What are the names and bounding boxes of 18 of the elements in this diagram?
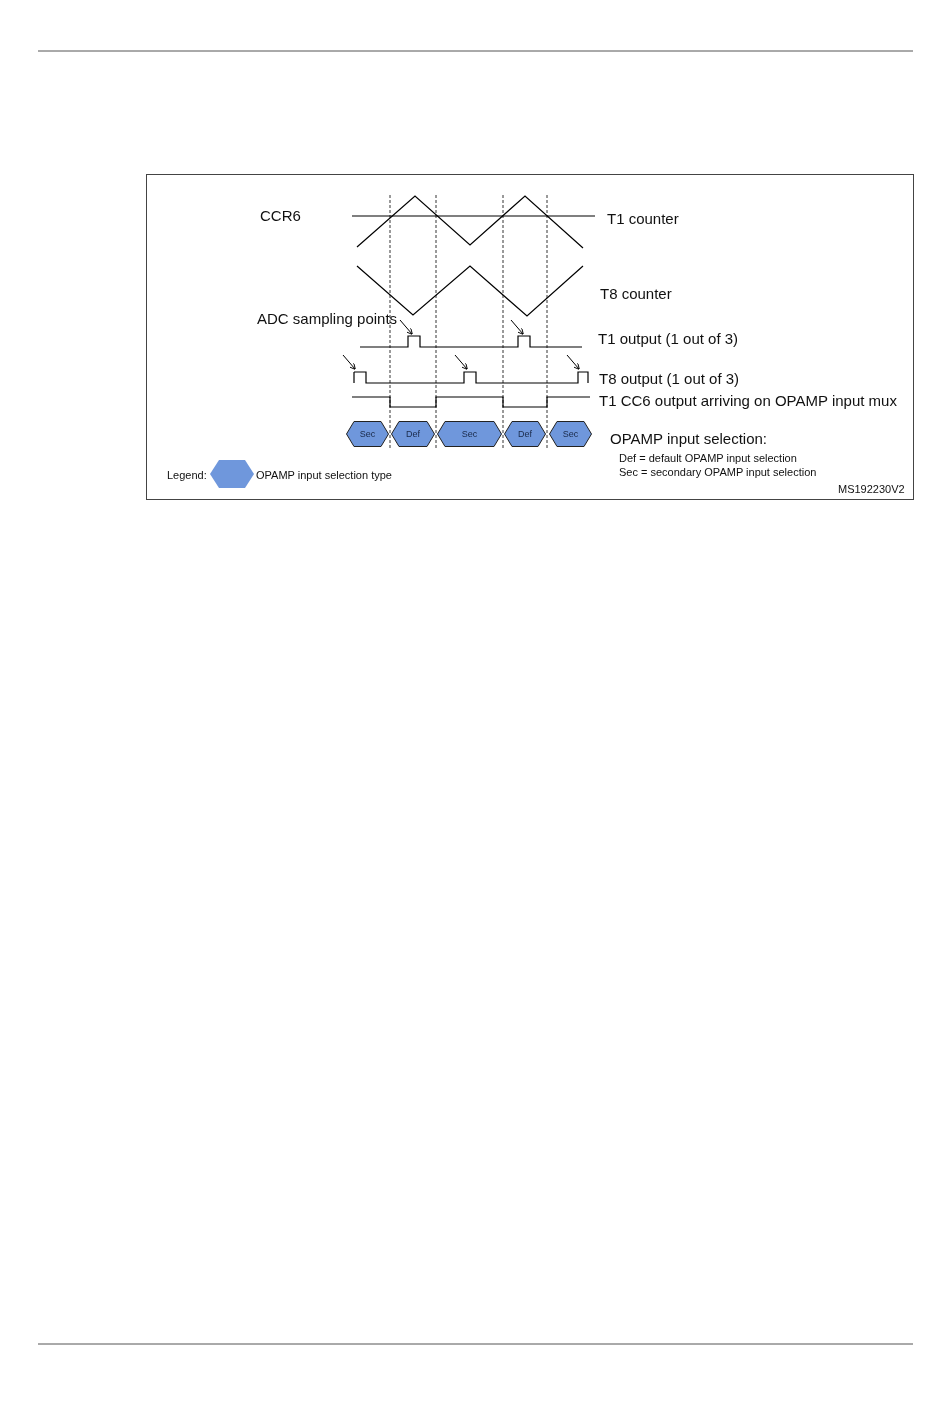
note-text: Sec = secondary OPAMP input selection — [619, 466, 817, 479]
selection-hexagon: Sec — [346, 421, 389, 447]
signal-label: T8 counter — [600, 285, 672, 303]
selection-hexagon: Sec — [437, 421, 502, 447]
axis-label: CCR6 — [260, 207, 301, 225]
signal-label: T1 counter — [607, 210, 679, 228]
heading-text: OPAMP input selection: — [610, 430, 768, 448]
legend-title: Legend: — [167, 469, 207, 482]
annotation-text: ADC sampling points — [257, 310, 398, 328]
legend-text: OPAMP input selection type — [256, 469, 392, 482]
signal-label: T1 output (1 out of 3) — [598, 330, 739, 348]
figure-id: MS192230V2 — [838, 483, 905, 496]
selection-hexagon: Def — [504, 421, 546, 447]
signal-label: T1 CC6 output arriving on OPAMP input mux — [599, 392, 897, 410]
selection-hexagon: Def — [391, 421, 435, 447]
selection-hexagon: Sec — [549, 421, 592, 447]
note-text: Def = default OPAMP input selection — [619, 452, 797, 465]
signal-label: T8 output (1 out of 3) — [599, 370, 740, 388]
